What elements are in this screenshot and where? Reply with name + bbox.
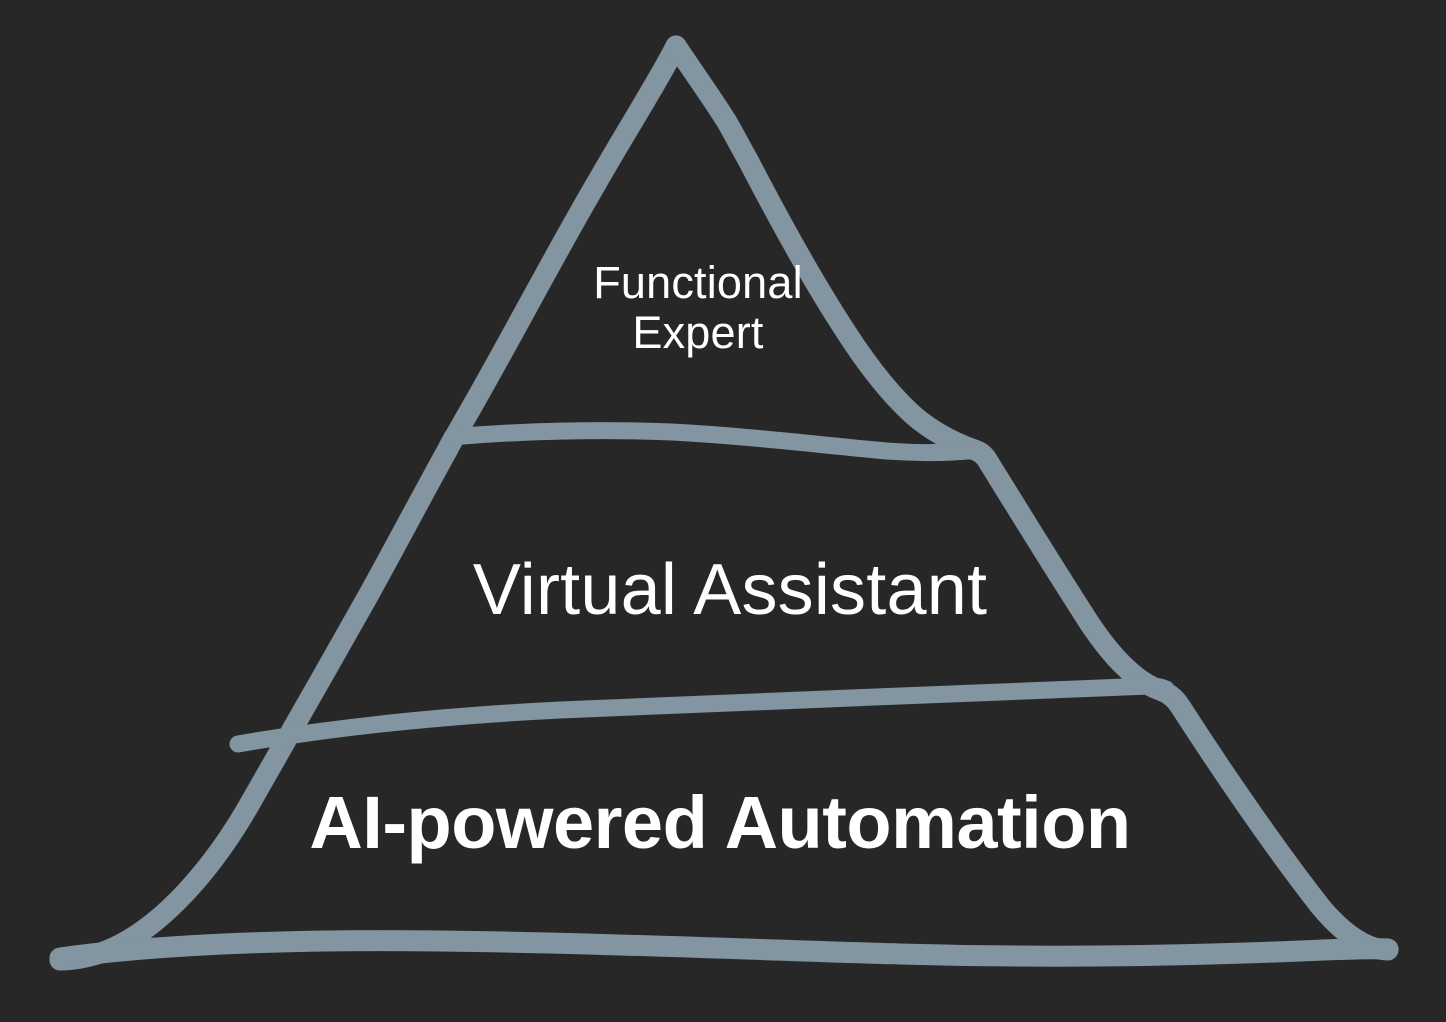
tier-label-ai-powered-automation: AI-powered Automation <box>309 781 1131 864</box>
tier-label-virtual-assistant: Virtual Assistant <box>472 550 988 630</box>
pyramid-divider-upper <box>443 422 987 462</box>
pyramid-base-line <box>49 930 1399 969</box>
pyramid-divider-lower <box>229 677 1175 753</box>
pyramid-left-edge <box>49 35 687 971</box>
tier-label-functional-expert: Functional Expert <box>593 257 803 359</box>
